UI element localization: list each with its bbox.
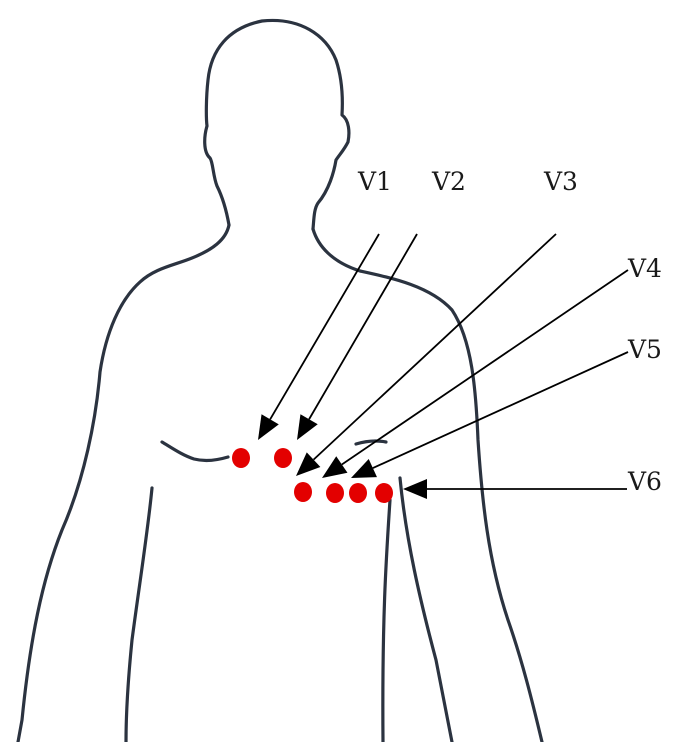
label-v2: V2 (431, 167, 466, 196)
electrode-dot-v5 (349, 483, 367, 503)
label-v4: V4 (627, 254, 662, 283)
label-v3: V3 (543, 167, 578, 196)
electrode-dot-v1 (232, 448, 250, 468)
electrode-dot-v4 (326, 483, 344, 503)
electrode-dot-v2 (274, 448, 292, 468)
electrode-dot-v3 (294, 482, 312, 502)
electrode-dot-v6 (375, 483, 393, 503)
label-v6: V6 (627, 467, 662, 496)
label-v5: V5 (627, 335, 662, 364)
label-v1: V1 (357, 167, 392, 196)
